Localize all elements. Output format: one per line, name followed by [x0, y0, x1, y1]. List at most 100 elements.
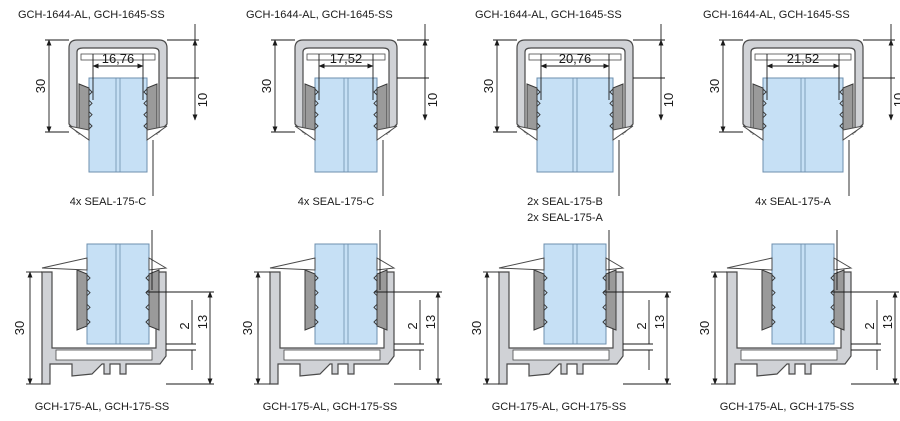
seal-tooth	[314, 88, 319, 96]
seal-tooth	[143, 99, 148, 107]
seal-body	[752, 83, 764, 135]
seal-lip	[516, 125, 538, 141]
glass-setting-block	[283, 349, 381, 361]
seal-body	[78, 83, 90, 135]
height-dimension-value: 30	[707, 79, 722, 93]
depth-dimension-value: 10	[661, 93, 676, 107]
seal-body	[842, 83, 854, 135]
seal-lip	[833, 257, 853, 271]
seal-body	[833, 269, 845, 331]
glass-panel	[314, 77, 378, 173]
seal-tooth	[143, 88, 148, 96]
seal-body	[148, 269, 160, 331]
seal-tooth	[771, 303, 776, 311]
seal-tooth	[830, 318, 835, 326]
depth-dimension-value: 13	[423, 315, 438, 329]
seal-gasket	[143, 83, 158, 135]
seal-lip	[376, 257, 396, 271]
profile-code-label: GCH-1644-AL, GCH-1645-SS	[18, 9, 165, 21]
profile-code-label: GCH-175-AL, GCH-175-SS	[263, 401, 398, 413]
glass-panel	[771, 243, 835, 345]
seal-tooth	[314, 318, 319, 326]
seal-tooth	[771, 318, 776, 326]
depth-dimension-value: 10	[195, 93, 210, 107]
seal-tooth	[762, 111, 767, 119]
seal-gasket	[76, 269, 91, 331]
height-dimension-value: 30	[469, 321, 484, 335]
glass-setting-block	[512, 349, 610, 361]
height-dimension-value: 30	[12, 321, 27, 335]
seal-tooth	[86, 274, 91, 282]
glass-panel	[543, 243, 607, 345]
seal-lip	[742, 125, 764, 141]
seal-tooth	[602, 318, 607, 326]
seal-gasket	[145, 269, 160, 331]
depth-dimension-value: 10	[425, 93, 440, 107]
seal-tooth	[86, 289, 91, 297]
height-dimension-value: 30	[33, 79, 48, 93]
height-dimension-value: 30	[697, 321, 712, 335]
seal-body	[761, 269, 773, 331]
seal-tooth	[88, 122, 93, 130]
depth-dimension-value: 13	[880, 315, 895, 329]
depth-dimension-value: 13	[195, 315, 210, 329]
seal-lip	[68, 125, 90, 141]
seal-body	[304, 269, 316, 331]
width-dimension-value: 16,76	[102, 51, 135, 66]
seal-gasket	[304, 269, 319, 331]
seal-tooth	[543, 289, 548, 297]
seal-tooth	[536, 99, 541, 107]
small-dimension-value: 2	[634, 322, 649, 329]
profile-code-label: GCH-175-AL, GCH-175-SS	[720, 401, 855, 413]
channel-inner-step	[754, 53, 852, 61]
glass-panel	[88, 77, 148, 173]
channel-inner-step	[528, 53, 622, 61]
width-dimension-value: 20,76	[559, 51, 592, 66]
seal-tooth	[602, 289, 607, 297]
seal-tooth	[609, 111, 614, 119]
small-dimension-value: 2	[177, 322, 192, 329]
seal-tooth	[543, 274, 548, 282]
seal-tooth	[602, 303, 607, 311]
seal-lip	[605, 257, 625, 271]
seal-tooth	[373, 289, 378, 297]
seal-tooth	[830, 303, 835, 311]
seal-tooth	[536, 111, 541, 119]
seal-body	[533, 269, 545, 331]
seal-tooth	[602, 274, 607, 282]
seal-tooth	[543, 318, 548, 326]
depth-dimension-value: 13	[652, 315, 667, 329]
seal-tooth	[839, 99, 844, 107]
seal-body	[526, 83, 538, 135]
seal-tooth	[839, 111, 844, 119]
seal-tooth	[373, 88, 378, 96]
glass-panel	[86, 243, 150, 345]
seal-tooth	[145, 303, 150, 311]
seal-spec-label-2: 2x SEAL-175-A	[527, 212, 603, 224]
seal-tooth	[762, 122, 767, 130]
seal-tooth	[145, 274, 150, 282]
small-dimension-value: 2	[862, 322, 877, 329]
seal-tooth	[830, 289, 835, 297]
seal-body	[605, 269, 617, 331]
profile-code-label: GCH-1644-AL, GCH-1645-SS	[246, 9, 393, 21]
seal-tooth	[536, 122, 541, 130]
seal-tooth	[314, 111, 319, 119]
seal-tooth	[373, 318, 378, 326]
seal-tooth	[839, 88, 844, 96]
seal-tooth	[314, 99, 319, 107]
seal-gasket	[761, 269, 776, 331]
profile-code-label: GCH-175-AL, GCH-175-SS	[492, 401, 627, 413]
small-dimension-value: 2	[405, 322, 420, 329]
seal-tooth	[88, 99, 93, 107]
seal-tooth	[543, 303, 548, 311]
seal-lip	[41, 257, 88, 271]
seal-gasket	[373, 269, 388, 331]
seal-spec-label: 4x SEAL-175-C	[298, 196, 374, 208]
